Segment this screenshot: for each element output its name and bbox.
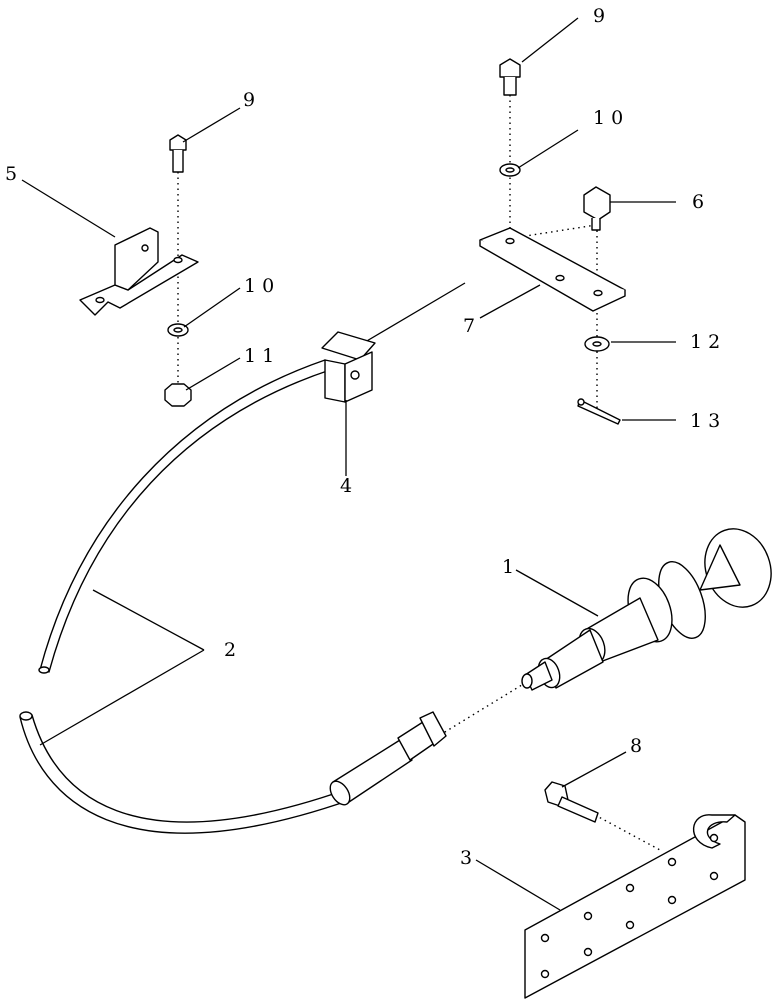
- callout-4: 4: [340, 475, 352, 497]
- hex-nut: [164, 383, 192, 407]
- washer-left-hole: [173, 327, 183, 333]
- control-bracket: [524, 814, 746, 999]
- callout-13: 1 3: [690, 410, 720, 432]
- inner-wire: [359, 282, 466, 346]
- callout-labels: 1 2 3 4 5 6 7 8 9 9 1 0 1 0 1 1 1 2 1 3: [5, 5, 720, 869]
- mounting-plate: [479, 227, 626, 312]
- bolt-right: [499, 58, 521, 96]
- callout-10-left: 1 0: [244, 275, 274, 297]
- flange-bolt: [544, 781, 599, 823]
- washer-flat-hole: [592, 341, 602, 347]
- cable-clamp: [321, 331, 376, 403]
- callout-2: 2: [224, 639, 236, 661]
- cable-sheath: [19, 359, 447, 834]
- callout-1: 1: [502, 556, 514, 578]
- control-knob: [521, 528, 772, 691]
- assembly-lines: [177, 95, 661, 851]
- mounting-bracket: [79, 227, 199, 316]
- swivel-fitting: [583, 186, 611, 231]
- callout-10-right: 1 0: [593, 107, 623, 129]
- callout-9-left: 9: [243, 89, 255, 111]
- callout-3: 3: [460, 847, 472, 869]
- washer-right-hole: [505, 167, 515, 173]
- callout-11: 1 1: [244, 345, 274, 367]
- callout-5: 5: [5, 163, 17, 185]
- bolt-left: [169, 134, 187, 173]
- leader-lines: [21, 17, 676, 911]
- callout-9-right: 9: [593, 5, 605, 27]
- callout-12: 1 2: [690, 331, 720, 353]
- callout-8: 8: [630, 735, 642, 757]
- callout-6: 6: [692, 191, 704, 213]
- callout-7: 7: [463, 315, 475, 337]
